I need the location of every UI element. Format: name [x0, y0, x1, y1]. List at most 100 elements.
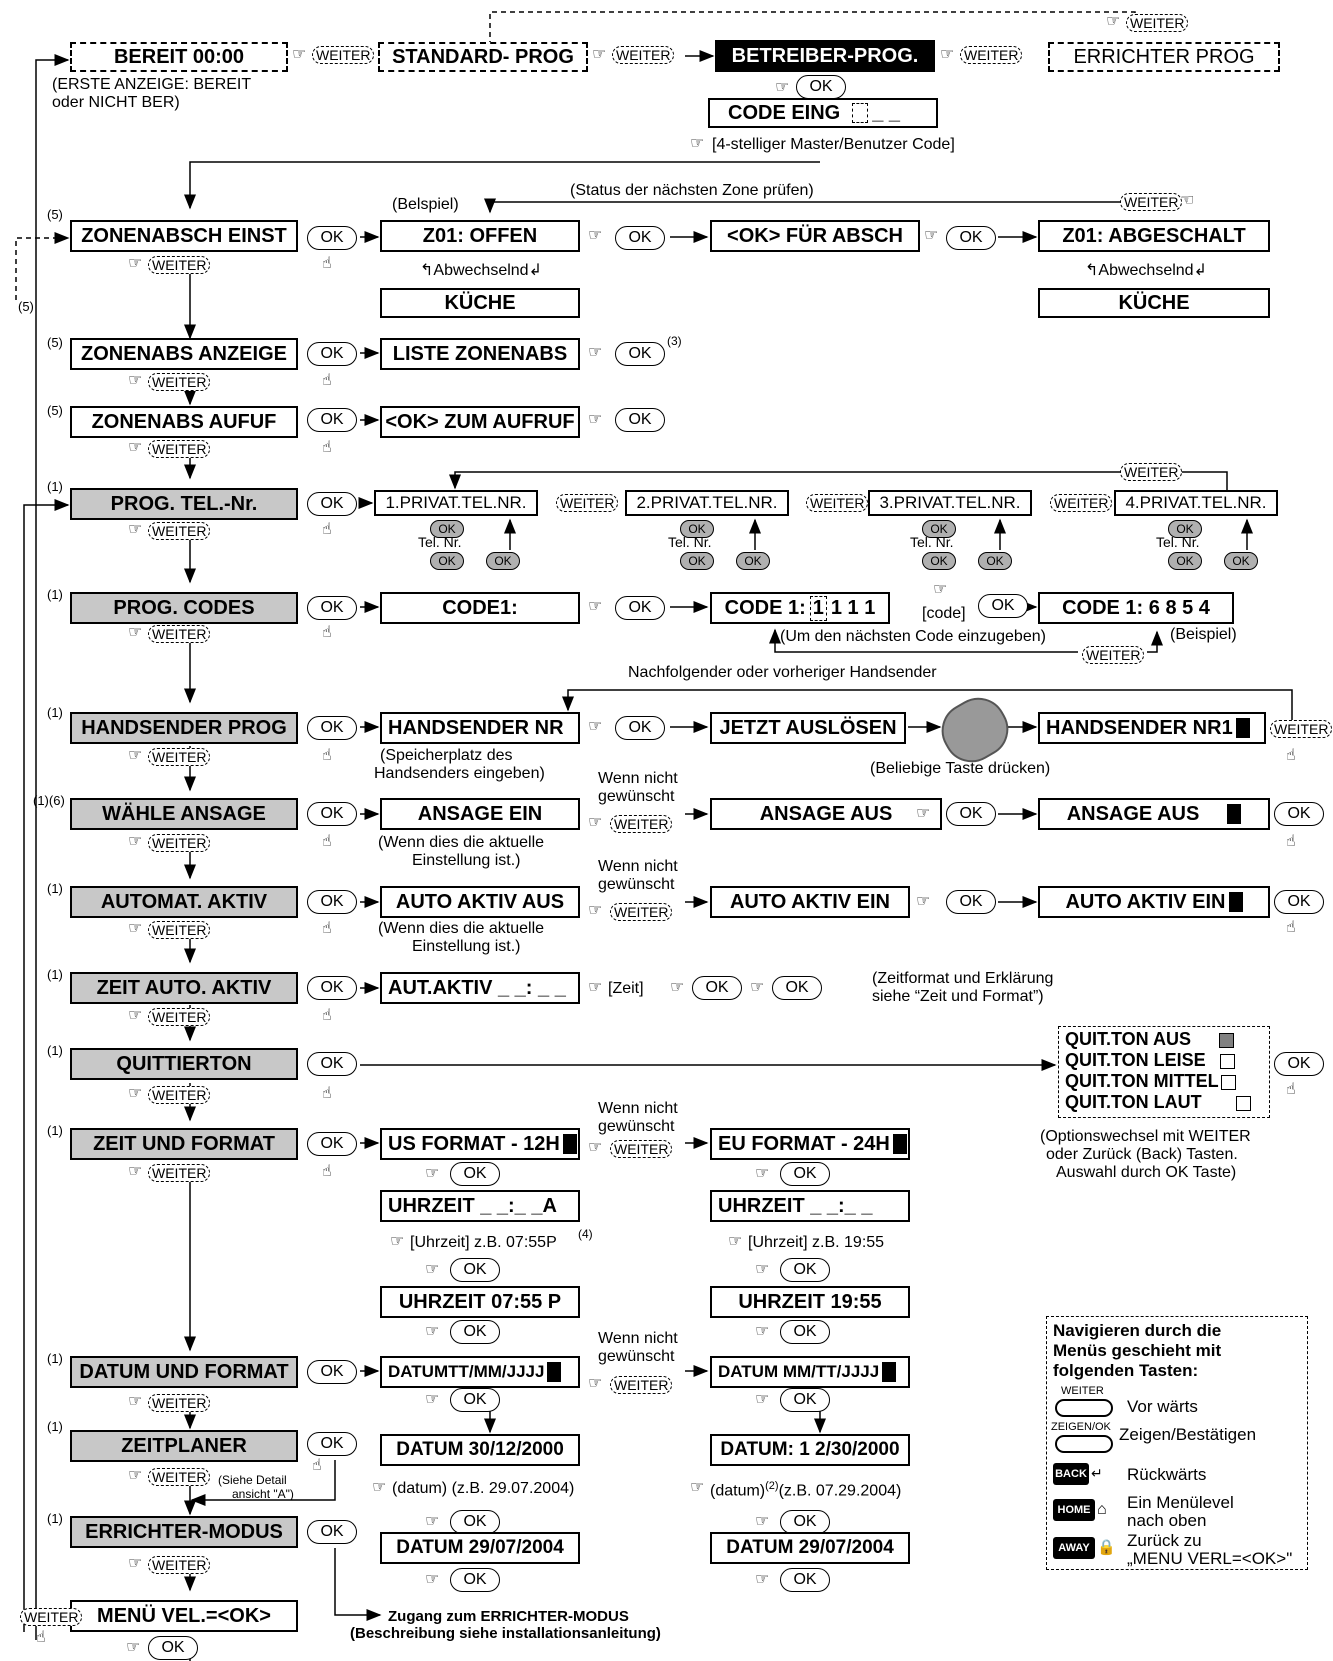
- ok-button[interactable]: OK: [615, 226, 665, 250]
- weiter-button[interactable]: WEITER: [1050, 494, 1113, 512]
- weiter-button[interactable]: WEITER: [610, 815, 673, 833]
- weiter-button[interactable]: WEITER: [610, 903, 673, 921]
- ok-button[interactable]: OK: [450, 1388, 500, 1412]
- ok-button[interactable]: OK: [450, 1568, 500, 1592]
- ok-button[interactable]: OK: [780, 1258, 830, 1282]
- menu-vel-box[interactable]: MENÜ VEL.=<OK>: [70, 1600, 298, 1632]
- ok-button[interactable]: OK: [307, 1052, 357, 1076]
- ok-button[interactable]: OK: [307, 408, 357, 432]
- ok-button[interactable]: OK: [978, 594, 1028, 618]
- ok-button[interactable]: OK: [307, 226, 357, 250]
- ok-button[interactable]: OK: [615, 596, 665, 620]
- checkbox[interactable]: [1220, 1074, 1236, 1090]
- weiter-button[interactable]: WEITER: [148, 1164, 211, 1182]
- ok-button[interactable]: OK: [450, 1162, 500, 1186]
- option-aus[interactable]: QUIT.TON AUS: [1065, 1029, 1263, 1050]
- option-laut[interactable]: QUIT.TON LAUT: [1065, 1092, 1263, 1113]
- weiter-button[interactable]: WEITER: [556, 494, 619, 512]
- weiter-button[interactable]: WEITER: [148, 834, 211, 852]
- ok-button[interactable]: OK: [978, 552, 1012, 570]
- ok-button[interactable]: OK: [922, 552, 956, 570]
- weiter-button[interactable]: WEITER: [1120, 193, 1183, 211]
- weiter-button[interactable]: WEITER: [148, 522, 211, 540]
- ok-button[interactable]: OK: [307, 716, 357, 740]
- ok-button[interactable]: OK: [450, 1258, 500, 1282]
- weiter-button[interactable]: WEITER: [312, 46, 375, 64]
- quittierton-menu[interactable]: QUITTIERTON: [70, 1048, 298, 1080]
- ok-button[interactable]: OK: [780, 1320, 830, 1344]
- ok-button[interactable]: OK: [307, 1520, 357, 1544]
- weiter-button[interactable]: WEITER: [610, 1140, 673, 1158]
- option-mittel[interactable]: QUIT.TON MITTEL: [1065, 1071, 1263, 1092]
- weiter-button[interactable]: WEITER: [148, 373, 211, 391]
- weiter-button[interactable]: WEITER: [148, 1468, 211, 1486]
- checkbox[interactable]: [1219, 1053, 1235, 1069]
- ok-button[interactable]: OK: [780, 1510, 830, 1534]
- ok-button[interactable]: OK: [615, 342, 665, 366]
- weiter-button[interactable]: WEITER: [148, 1556, 211, 1574]
- weiter-button[interactable]: WEITER: [148, 748, 211, 766]
- ok-button[interactable]: OK: [946, 890, 996, 914]
- weiter-button[interactable]: WEITER: [148, 921, 211, 939]
- option-leise[interactable]: QUIT.TON LEISE: [1065, 1050, 1263, 1071]
- ok-button[interactable]: OK: [946, 226, 996, 250]
- weiter-button[interactable]: WEITER: [148, 625, 211, 643]
- ok-button[interactable]: OK: [1274, 890, 1324, 914]
- ok-button[interactable]: OK: [307, 890, 357, 914]
- waehle-ansage-menu[interactable]: WÄHLE ANSAGE: [70, 798, 298, 830]
- weiter-button[interactable]: WEITER: [610, 1376, 673, 1394]
- weiter-button[interactable]: WEITER: [612, 46, 675, 64]
- ok-button[interactable]: OK: [796, 75, 846, 99]
- ok-button[interactable]: OK: [1168, 552, 1202, 570]
- ok-button[interactable]: OK: [736, 552, 770, 570]
- checkbox[interactable]: [1235, 1095, 1251, 1111]
- weiter-button[interactable]: WEITER: [1270, 720, 1333, 738]
- ok-button[interactable]: OK: [615, 716, 665, 740]
- ok-button[interactable]: OK: [307, 1432, 357, 1456]
- ok-button[interactable]: OK: [780, 1162, 830, 1186]
- zonenabs-aufuf-menu[interactable]: ZONENABS AUFUF: [70, 406, 298, 438]
- errichter-modus-menu[interactable]: ERRICHTER-MODUS: [70, 1516, 298, 1548]
- automat-aktiv-menu[interactable]: AUTOMAT. AKTIV: [70, 886, 298, 918]
- ok-button[interactable]: OK: [450, 1510, 500, 1534]
- ok-button[interactable]: OK: [615, 408, 665, 432]
- prog-codes-menu[interactable]: PROG. CODES: [70, 592, 298, 624]
- ok-button[interactable]: OK: [680, 552, 714, 570]
- ok-button[interactable]: OK: [430, 520, 464, 538]
- ok-button[interactable]: OK: [307, 1132, 357, 1156]
- weiter-button[interactable]: WEITER: [1126, 14, 1189, 32]
- weiter-button[interactable]: WEITER: [1082, 646, 1145, 664]
- weiter-button[interactable]: WEITER: [806, 494, 869, 512]
- weiter-button[interactable]: WEITER: [1120, 463, 1183, 481]
- handsender-prog-menu[interactable]: HANDSENDER PROG: [70, 712, 298, 744]
- ok-button[interactable]: OK: [148, 1636, 198, 1660]
- ok-button[interactable]: OK: [307, 802, 357, 826]
- zeit-auto-aktiv-menu[interactable]: ZEIT AUTO. AKTIV: [70, 972, 298, 1004]
- ok-button[interactable]: OK: [430, 552, 464, 570]
- datum-und-format-menu[interactable]: DATUM UND FORMAT: [70, 1356, 298, 1388]
- selected-checkbox[interactable]: [1219, 1032, 1235, 1048]
- ok-button[interactable]: OK: [1274, 1052, 1324, 1076]
- ok-button[interactable]: OK: [1274, 802, 1324, 826]
- ok-button[interactable]: OK: [780, 1568, 830, 1592]
- zeitplaner-menu[interactable]: ZEITPLANER: [70, 1430, 298, 1462]
- weiter-button[interactable]: WEITER: [148, 1008, 211, 1026]
- weiter-button[interactable]: WEITER: [148, 256, 211, 274]
- ok-button[interactable]: OK: [692, 976, 742, 1000]
- zonenabsch-einst-menu[interactable]: ZONENABSCH EINST: [70, 220, 298, 252]
- weiter-button[interactable]: WEITER: [148, 1394, 211, 1412]
- ok-button[interactable]: OK: [486, 552, 520, 570]
- ok-button[interactable]: OK: [1224, 552, 1258, 570]
- ok-button[interactable]: OK: [307, 342, 357, 366]
- ok-button[interactable]: OK: [922, 520, 956, 538]
- ok-button[interactable]: OK: [307, 1360, 357, 1384]
- zonenabs-anzeige-menu[interactable]: ZONENABS ANZEIGE: [70, 338, 298, 370]
- weiter-button[interactable]: WEITER: [148, 440, 211, 458]
- ok-button[interactable]: OK: [772, 976, 822, 1000]
- ok-button[interactable]: OK: [307, 492, 357, 516]
- prog-tel-menu[interactable]: PROG. TEL.-Nr.: [70, 488, 298, 520]
- weiter-button[interactable]: WEITER: [20, 1608, 83, 1626]
- ok-button[interactable]: OK: [780, 1388, 830, 1412]
- ok-button[interactable]: OK: [1168, 520, 1202, 538]
- weiter-button[interactable]: WEITER: [960, 46, 1023, 64]
